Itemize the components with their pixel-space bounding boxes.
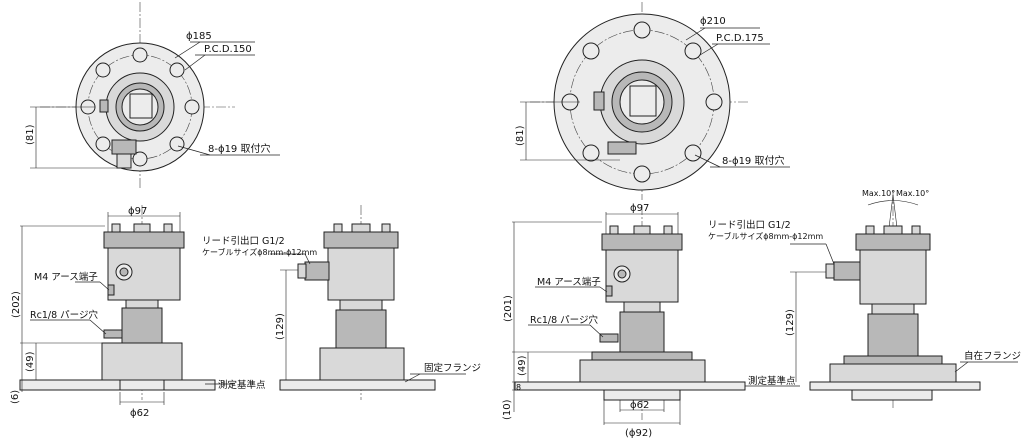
right-side-view xyxy=(790,190,1018,410)
left-side-height: (129) xyxy=(275,313,286,340)
right-tilt-right: Max.10° xyxy=(896,189,929,198)
right-cable-outlet: リード引出口 G1/2 xyxy=(708,219,791,231)
left-flange-diameter: ϕ185 xyxy=(186,31,212,42)
right-total-height: (201) xyxy=(503,295,514,322)
right-flange-thickness: 8 xyxy=(516,383,521,392)
right-bottom-diameter: ϕ62 xyxy=(630,400,649,411)
left-bottom-diameter: ϕ62 xyxy=(130,408,149,419)
right-holes: 8-ϕ19 取付穴 xyxy=(722,154,784,167)
right-side-height: (129) xyxy=(785,309,796,336)
left-cable-outlet: リード引出口 G1/2 xyxy=(202,235,285,247)
left-lower-height: (49) xyxy=(25,351,36,372)
left-top-height: (81) xyxy=(25,124,36,145)
left-housing-diameter: ϕ97 xyxy=(128,206,147,217)
right-earth-terminal: M4 アース端子 xyxy=(537,276,601,288)
right-tilt-left: Max.10° xyxy=(862,189,895,198)
right-lower-height: (49) xyxy=(517,355,528,376)
right-outer-diameter: (ϕ92) xyxy=(625,428,652,439)
right-purge-hole: Rc1/8 パージ穴 xyxy=(530,314,598,326)
left-base-height: (6) xyxy=(10,390,21,404)
left-top-view xyxy=(30,2,280,190)
left-side-view xyxy=(270,205,466,400)
left-earth-terminal: M4 アース端子 xyxy=(34,271,98,283)
right-housing-diameter: ϕ97 xyxy=(630,203,649,214)
left-flange-type: 固定フランジ xyxy=(424,362,481,374)
left-front-view xyxy=(19,205,235,405)
right-flange-type: 自在フランジ xyxy=(964,350,1021,362)
left-total-height: (202) xyxy=(11,291,22,318)
left-reference-point: 測定基準点 xyxy=(218,379,266,391)
right-pcd: P.C.D.175 xyxy=(716,33,764,44)
left-holes: 8-ϕ19 取付穴 xyxy=(208,142,270,155)
right-reference-point: 測定基準点 xyxy=(748,375,796,387)
right-top-height: (81) xyxy=(515,125,526,146)
right-front-view xyxy=(512,205,800,425)
left-cable-size: ケーブルサイズϕ8mm-ϕ12mm xyxy=(202,247,317,257)
right-flange-diameter: ϕ210 xyxy=(700,16,726,27)
right-cable-size: ケーブルサイズϕ8mm-ϕ12mm xyxy=(708,231,823,241)
right-top-view xyxy=(520,2,790,200)
left-pcd: P.C.D.150 xyxy=(204,44,252,55)
right-base-height: (10) xyxy=(502,399,513,420)
left-purge-hole: Rc1/8 パージ穴 xyxy=(30,309,98,321)
